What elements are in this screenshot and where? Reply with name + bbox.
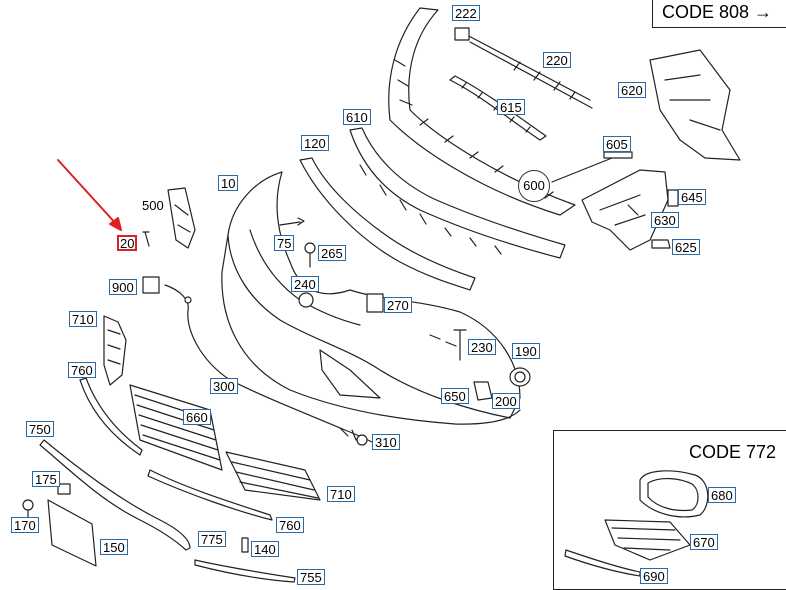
part-190-sensor bbox=[509, 367, 531, 387]
part-760-trim-lower bbox=[147, 469, 273, 521]
part-680-frame bbox=[639, 470, 709, 518]
part-label-680[interactable]: 680 bbox=[708, 487, 736, 503]
part-label-760-bottom[interactable]: 760 bbox=[276, 517, 304, 533]
part-660-grille bbox=[129, 384, 223, 471]
part-label-10[interactable]: 10 bbox=[218, 175, 239, 191]
part-label-140[interactable]: 140 bbox=[251, 541, 279, 557]
part-label-170[interactable]: 170 bbox=[11, 517, 39, 533]
part-265-clip bbox=[304, 242, 316, 268]
part-710-side-grille bbox=[103, 315, 127, 386]
part-630-bracket bbox=[581, 169, 669, 251]
part-label-690[interactable]: 690 bbox=[640, 568, 668, 584]
part-label-775[interactable]: 775 bbox=[198, 531, 226, 547]
part-755-trim bbox=[194, 559, 296, 583]
part-label-755[interactable]: 755 bbox=[297, 569, 325, 585]
part-120-carrier bbox=[299, 127, 566, 291]
part-645-clip bbox=[667, 189, 679, 207]
part-label-750[interactable]: 750 bbox=[26, 421, 54, 437]
part-label-265[interactable]: 265 bbox=[318, 245, 346, 261]
part-220-beam bbox=[454, 27, 593, 109]
part-label-270[interactable]: 270 bbox=[384, 297, 412, 313]
part-label-75[interactable]: 75 bbox=[274, 235, 295, 251]
part-710-lower-grille bbox=[225, 451, 321, 501]
code-808-label: CODE 808 → bbox=[662, 2, 773, 22]
part-620-bracket bbox=[649, 49, 741, 161]
part-label-760-left[interactable]: 760 bbox=[68, 362, 96, 378]
part-label-190[interactable]: 190 bbox=[512, 343, 540, 359]
part-label-615[interactable]: 615 bbox=[497, 99, 525, 115]
part-500-insert bbox=[167, 187, 196, 249]
part-140-screw bbox=[241, 537, 249, 553]
part-20-bolt bbox=[142, 231, 150, 247]
part-label-650[interactable]: 650 bbox=[441, 388, 469, 404]
part-605-clip bbox=[603, 151, 633, 159]
part-75-screw bbox=[279, 217, 305, 226]
part-label-625[interactable]: 625 bbox=[672, 239, 700, 255]
part-240-nut bbox=[298, 292, 314, 308]
part-label-900[interactable]: 900 bbox=[109, 279, 137, 295]
part-label-630[interactable]: 630 bbox=[651, 212, 679, 228]
part-625-clip bbox=[651, 239, 671, 249]
part-label-175[interactable]: 175 bbox=[32, 471, 60, 487]
part-760-trim-left bbox=[79, 377, 143, 456]
part-670-grille bbox=[604, 519, 691, 561]
part-label-220[interactable]: 220 bbox=[543, 52, 571, 68]
part-label-150[interactable]: 150 bbox=[100, 539, 128, 555]
part-310-clip bbox=[356, 434, 368, 446]
part-label-222[interactable]: 222 bbox=[452, 5, 480, 21]
part-label-645[interactable]: 645 bbox=[678, 189, 706, 205]
part-615-strip bbox=[449, 75, 547, 141]
part-label-300[interactable]: 300 bbox=[210, 378, 238, 394]
part-270-clip bbox=[366, 293, 384, 313]
part-label-710-bottom[interactable]: 710 bbox=[327, 486, 355, 502]
part-230-screw bbox=[453, 329, 467, 361]
part-label-610[interactable]: 610 bbox=[343, 109, 371, 125]
part-label-620[interactable]: 620 bbox=[618, 82, 646, 98]
part-650-holder bbox=[473, 381, 493, 401]
code-808-box bbox=[652, 0, 786, 28]
code-772-label: CODE 772 bbox=[689, 442, 777, 462]
part-label-20[interactable]: 20 bbox=[117, 235, 138, 251]
part-label-310[interactable]: 310 bbox=[372, 434, 400, 450]
part-175-clip bbox=[57, 483, 71, 495]
part-900-sensor bbox=[142, 276, 160, 294]
part-750-trim bbox=[39, 439, 191, 551]
red-pointer-arrow bbox=[57, 159, 122, 231]
part-150-plate-bracket bbox=[47, 499, 97, 567]
part-label-240[interactable]: 240 bbox=[291, 276, 319, 292]
part-label-710-top[interactable]: 710 bbox=[69, 311, 97, 327]
part-label-670[interactable]: 670 bbox=[690, 534, 718, 550]
part-label-500[interactable]: 500 bbox=[142, 198, 164, 213]
part-label-200[interactable]: 200 bbox=[492, 393, 520, 409]
part-label-600[interactable]: 600 bbox=[518, 170, 550, 202]
part-label-660[interactable]: 660 bbox=[183, 409, 211, 425]
part-label-605[interactable]: 605 bbox=[603, 136, 631, 152]
part-label-230[interactable]: 230 bbox=[468, 339, 496, 355]
part-label-120[interactable]: 120 bbox=[301, 135, 329, 151]
